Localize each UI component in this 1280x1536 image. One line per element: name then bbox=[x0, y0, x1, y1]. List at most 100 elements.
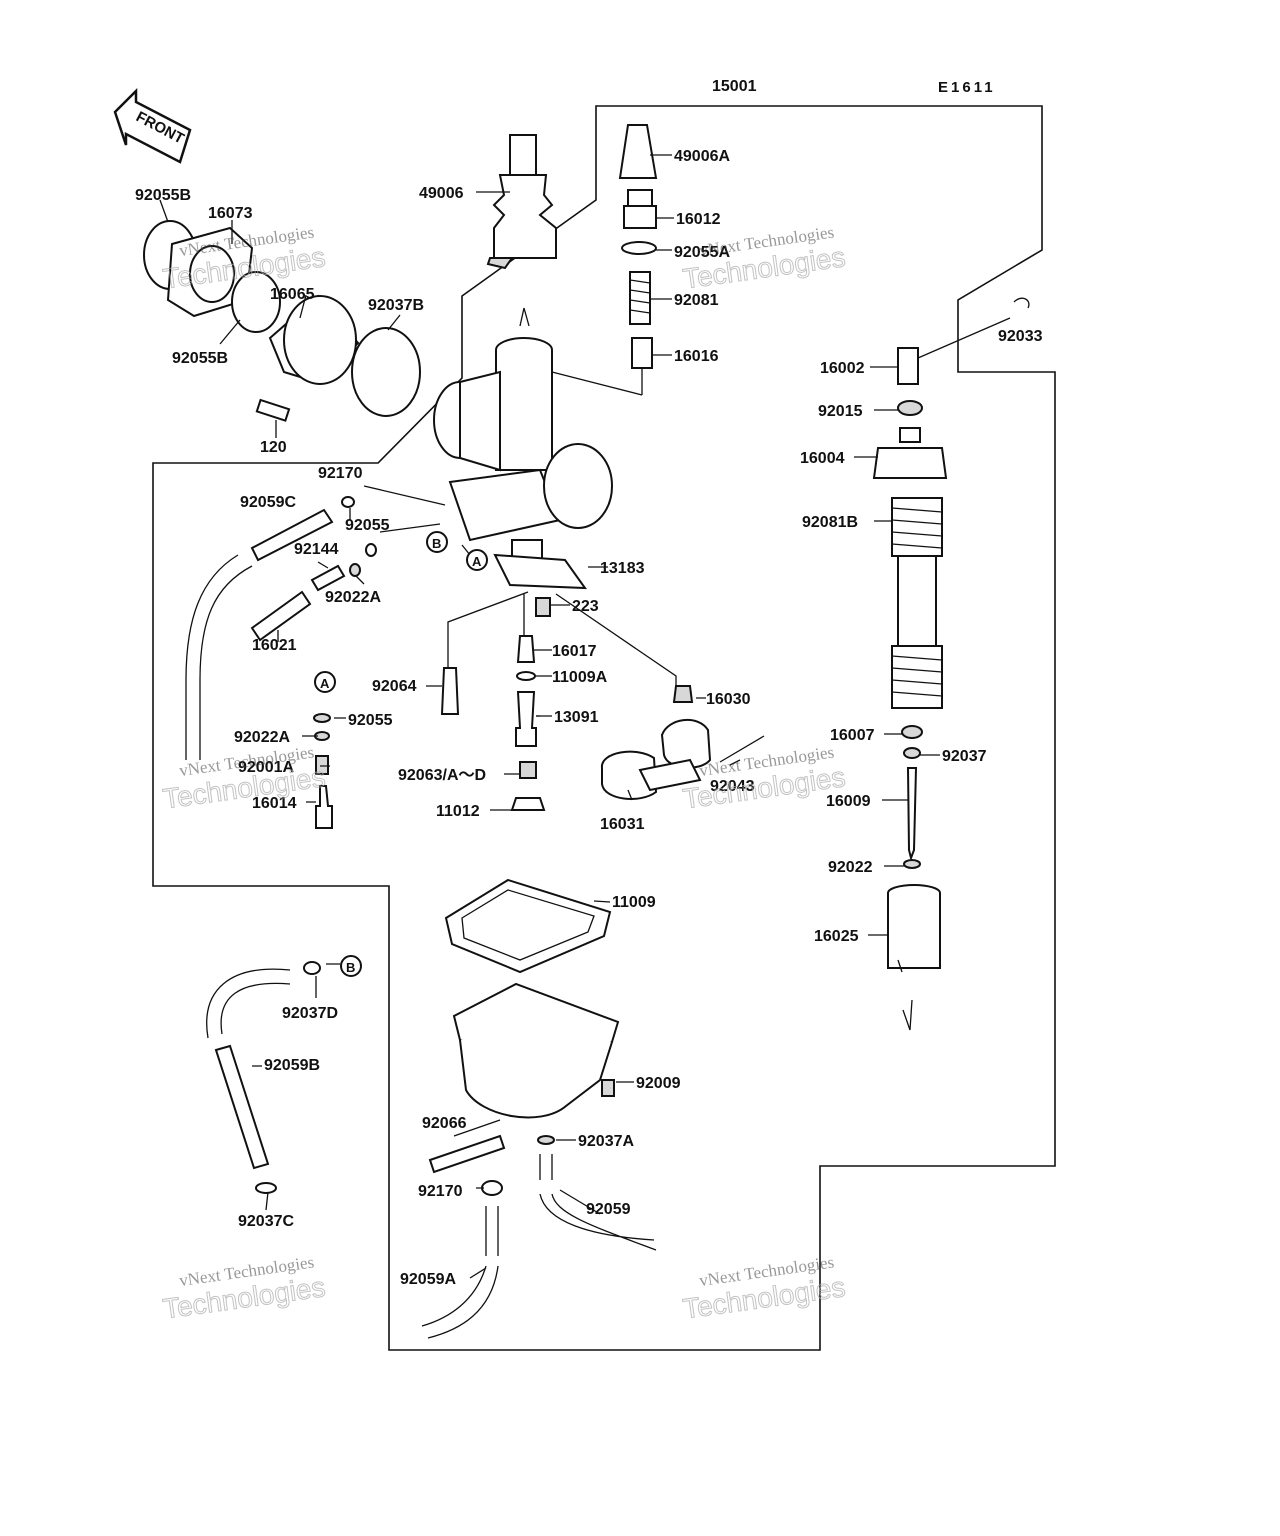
watermark-2: vNext Technologies Technologies bbox=[680, 222, 847, 295]
label-92001: 92001A bbox=[238, 759, 294, 776]
label-16009: 16009 bbox=[826, 793, 871, 810]
label-49006: 49006 bbox=[419, 185, 464, 202]
label-92055-mid: 92055 bbox=[345, 517, 390, 534]
label-92033: 92033 bbox=[998, 328, 1043, 345]
part-ring-92055b-bot bbox=[231, 271, 281, 333]
watermark-3: vNext Technologies Technologies bbox=[160, 742, 327, 815]
part-jet-92063 bbox=[519, 761, 537, 779]
label-16007: 16007 bbox=[830, 727, 875, 744]
label-16031: 16031 bbox=[600, 816, 645, 833]
part-float-valve-16030 bbox=[672, 685, 694, 703]
part-hose-92059c bbox=[250, 508, 334, 562]
label-92022: 92022 bbox=[828, 859, 873, 876]
callout-b-top: B bbox=[426, 531, 448, 553]
label-92015: 92015 bbox=[818, 403, 863, 420]
label-92081b: 92081B bbox=[802, 514, 858, 531]
label-13091: 13091 bbox=[554, 709, 599, 726]
label-16030: 16030 bbox=[706, 691, 751, 708]
part-carburetor-body bbox=[433, 337, 613, 571]
part-needle-16009 bbox=[906, 767, 918, 862]
part-spring-92001 bbox=[315, 755, 329, 775]
assembly-frame bbox=[152, 105, 1056, 1351]
part-spring-92081b bbox=[891, 497, 943, 709]
svg-text:B: B bbox=[346, 960, 355, 975]
label-92022a-mid: 92022A bbox=[325, 589, 381, 606]
label-92055b-top: 92055B bbox=[135, 187, 191, 204]
part-float-16031 bbox=[601, 718, 765, 800]
diagram-code: E1611 bbox=[938, 79, 996, 96]
part-oring-92055a bbox=[621, 241, 657, 255]
label-223: 223 bbox=[572, 598, 599, 615]
part-clip-92037a bbox=[537, 1135, 555, 1145]
part-clip-92170-bot bbox=[481, 1180, 503, 1196]
part-pilot-jet-92064 bbox=[440, 667, 460, 715]
label-16073: 16073 bbox=[208, 205, 253, 222]
part-washer-92022 bbox=[903, 859, 921, 869]
part-hose-92059a bbox=[421, 1206, 499, 1339]
label-92059b: 92059B bbox=[264, 1057, 320, 1074]
part-bolt-223 bbox=[535, 597, 551, 617]
label-92037d: 92037D bbox=[282, 1005, 338, 1022]
label-11009a: 11009A bbox=[552, 669, 608, 686]
part-cap-11012 bbox=[510, 797, 546, 811]
part-oring-11009a bbox=[516, 671, 536, 681]
part-adjuster-16012 bbox=[623, 189, 657, 229]
label-92037c: 92037C bbox=[238, 1213, 294, 1230]
part-bolt-120 bbox=[255, 398, 291, 422]
part-hose-curved bbox=[206, 968, 291, 1039]
label-16025: 16025 bbox=[814, 928, 859, 945]
label-92055b-bot: 92055B bbox=[172, 350, 228, 367]
part-top-cap-16004 bbox=[872, 427, 948, 479]
watermark-6: vNext Technologies Technologies bbox=[680, 1252, 847, 1325]
label-16004: 16004 bbox=[800, 450, 845, 467]
callout-a-left: A bbox=[314, 671, 336, 693]
part-spring-92081 bbox=[629, 271, 651, 325]
check-mark-top bbox=[519, 307, 530, 327]
part-gasket-inner bbox=[461, 889, 595, 961]
part-oring-92022a-mid bbox=[349, 563, 361, 577]
part-drain-screw-92066 bbox=[428, 1134, 506, 1174]
part-clip-92037 bbox=[903, 747, 921, 759]
part-clip-92170-top bbox=[341, 496, 355, 508]
part-clip-92033 bbox=[1013, 297, 1030, 309]
part-clamp-92037b bbox=[351, 327, 421, 417]
label-49006a: 49006A bbox=[674, 148, 730, 165]
part-boot-49006 bbox=[486, 134, 557, 270]
part-hose-92059 bbox=[539, 1154, 657, 1251]
part-hose-long bbox=[185, 554, 253, 760]
label-15001: 15001 bbox=[712, 78, 757, 95]
check-mark bbox=[902, 999, 913, 1031]
svg-text:B: B bbox=[432, 536, 441, 551]
part-main-jet-16017 bbox=[516, 635, 536, 663]
label-92055a: 92055A bbox=[674, 244, 730, 261]
part-throttle-valve-16025 bbox=[887, 884, 941, 973]
label-92022a-left: 92022A bbox=[234, 729, 290, 746]
label-92055-left: 92055 bbox=[348, 712, 393, 729]
label-92037: 92037 bbox=[942, 748, 987, 765]
part-holder-bore bbox=[189, 245, 235, 303]
part-float-bowl bbox=[452, 982, 620, 1119]
label-92144: 92144 bbox=[294, 541, 339, 558]
label-120: 120 bbox=[260, 439, 287, 456]
label-92063: 92063/A～D bbox=[398, 767, 486, 784]
part-gasket-11009 bbox=[444, 878, 612, 974]
label-16021: 16021 bbox=[252, 637, 297, 654]
part-plunger-16016 bbox=[631, 337, 653, 395]
label-13183: 13183 bbox=[600, 560, 645, 577]
part-screw-16021 bbox=[250, 590, 312, 642]
label-92059c: 92059C bbox=[240, 494, 296, 511]
part-needle-jet-13091 bbox=[515, 691, 537, 747]
part-screw-16014 bbox=[315, 785, 333, 829]
label-11012: 11012 bbox=[436, 803, 480, 820]
label-92170-bot: 92170 bbox=[418, 1183, 463, 1200]
svg-text:A: A bbox=[472, 554, 482, 569]
front-arrow-icon: FRONT bbox=[113, 87, 192, 164]
label-16017: 16017 bbox=[552, 643, 597, 660]
label-16065: 16065 bbox=[270, 286, 315, 303]
part-adapter-bore bbox=[283, 295, 357, 385]
callout-a-top: A bbox=[466, 549, 488, 571]
part-labels: 15001 49006A 49006 16012 92055A 92081 16… bbox=[135, 78, 1043, 1288]
label-92009: 92009 bbox=[636, 1075, 681, 1092]
label-92059a: 92059A bbox=[400, 1271, 456, 1288]
